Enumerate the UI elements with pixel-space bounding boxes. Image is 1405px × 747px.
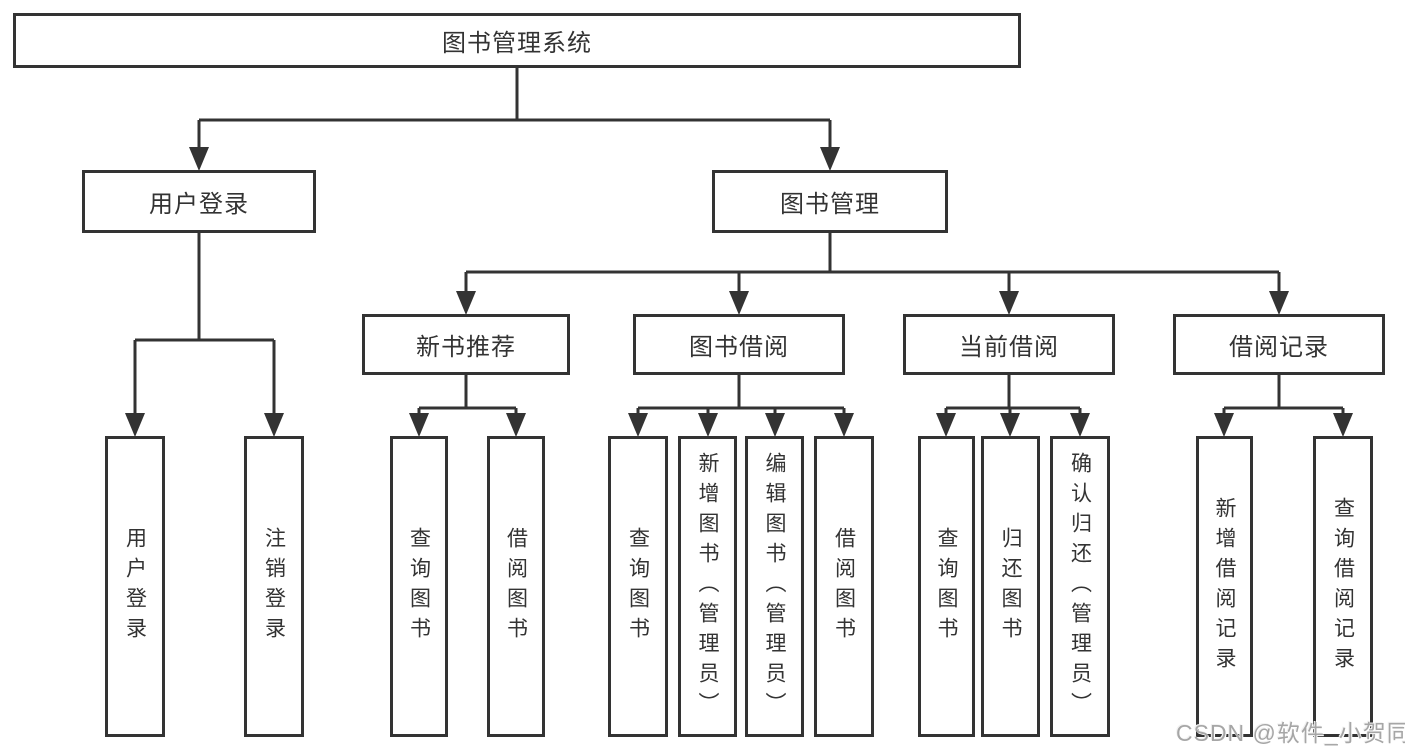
leaf-borrow-books: 借阅图书 bbox=[814, 436, 874, 737]
node-book-borrow: 图书借阅 bbox=[633, 314, 845, 375]
leaf-borrow-books-recommend: 借阅图书 bbox=[487, 436, 545, 737]
leaf-query-books-borrow: 查询图书 bbox=[608, 436, 668, 737]
leaf-user-login: 用户登录 bbox=[105, 436, 165, 737]
leaf-query-books-current: 查询图书 bbox=[918, 436, 975, 737]
leaf-logout: 注销登录 bbox=[244, 436, 304, 737]
leaf-edit-books-admin: 编辑图书（管理员） bbox=[745, 436, 804, 737]
csdn-watermark: CSDN @软件_小贺同学 bbox=[1176, 720, 1405, 746]
leaf-query-borrow-record: 查询借阅记录 bbox=[1313, 436, 1373, 737]
arrowheads bbox=[125, 147, 1353, 437]
leaf-query-books-recommend: 查询图书 bbox=[390, 436, 448, 737]
leaf-add-borrow-record: 新增借阅记录 bbox=[1196, 436, 1253, 737]
leaf-return-books: 归还图书 bbox=[981, 436, 1040, 737]
node-borrow-records: 借阅记录 bbox=[1173, 314, 1385, 375]
node-book-management: 图书管理 bbox=[712, 170, 948, 233]
node-user-login-branch: 用户登录 bbox=[82, 170, 316, 233]
leaf-add-books-admin: 新增图书（管理员） bbox=[678, 436, 737, 737]
node-current-borrow: 当前借阅 bbox=[903, 314, 1115, 375]
node-library-system: 图书管理系统 bbox=[13, 13, 1021, 68]
node-new-book-recommend: 新书推荐 bbox=[362, 314, 570, 375]
leaf-confirm-return-admin: 确认归还（管理员） bbox=[1050, 436, 1110, 737]
